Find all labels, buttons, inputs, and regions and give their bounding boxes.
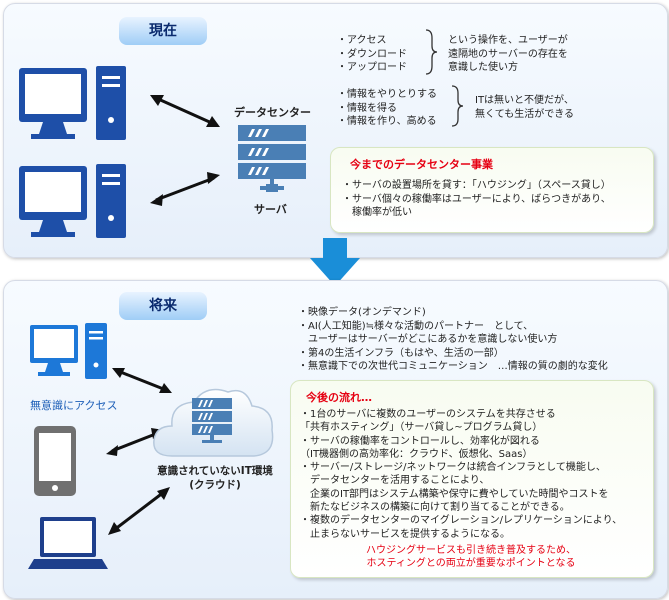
list-item: ・映像データ(オンデマンド) bbox=[298, 307, 426, 318]
information-list: ・情報をやりとりする ・情報を得る ・情報を作り、高める bbox=[337, 88, 437, 129]
unconscious-access-label: 無意識にアクセス bbox=[30, 399, 118, 412]
list-item: ・サーバー/ストレージ/ネットワークは統合インフラとして機能し、 bbox=[300, 462, 606, 474]
list-item: ・サーバ個々の稼働率はユーザーにより、ばらつきがあり、 bbox=[342, 193, 611, 205]
laptop-icon bbox=[28, 517, 108, 569]
list-item: ・第4の生活インフラ（もはや、生活の一部） bbox=[298, 347, 504, 359]
list-item: ・情報をやりとりする bbox=[337, 89, 437, 100]
server-icon bbox=[238, 125, 306, 192]
tablet-icon bbox=[34, 426, 76, 496]
down-arrow-icon bbox=[310, 238, 360, 286]
operations-note: という操作を、ユーザーが 遠隔地のサーバーの存在を 意識した使い方 bbox=[448, 34, 568, 75]
datacenter-label: データセンター bbox=[234, 106, 311, 119]
cloud-label-line: 意識されていないIT環境 bbox=[157, 465, 273, 477]
curly-brace-icon bbox=[425, 29, 438, 75]
server-label: サーバ bbox=[254, 203, 287, 216]
future-uses-list: ・映像データ(オンデマンド) ・AI(人工知能)≒様々な活動のパートナー として… bbox=[298, 306, 608, 374]
list-item: 企業のIT部門はシステム構築や保守に費やしていた時間やコストを bbox=[300, 488, 609, 500]
cloud-label-line: (クラウド) bbox=[189, 479, 241, 491]
list-item: ・サーバの設置場所を貸す：「ハウジング」（スペース貸し） bbox=[342, 180, 611, 191]
cloud-server-icon bbox=[153, 388, 274, 457]
desktop-computer-icon bbox=[30, 323, 107, 379]
operations-list: ・アクセス ・ダウンロード ・アップロード bbox=[337, 34, 407, 75]
current-business-list: ・サーバの設置場所を貸す：「ハウジング」（スペース貸し） ・サーバ個々の稼働率は… bbox=[342, 179, 611, 220]
double-arrow-icon bbox=[112, 368, 172, 393]
current-business-title: 今までのデータセンター事業 bbox=[350, 158, 493, 171]
information-note: ITは無いと不便だが、 無くても生活ができる bbox=[475, 94, 574, 121]
list-item: 稼働率が低い bbox=[342, 207, 412, 218]
current-business-box bbox=[330, 147, 654, 233]
double-arrow-icon bbox=[150, 172, 220, 206]
desktop-computer-icon bbox=[19, 66, 126, 140]
note-line: という操作を、ユーザーが bbox=[448, 35, 568, 46]
conclusion-line: ホスティングとの両立が重要なポイントとなる bbox=[366, 558, 576, 569]
note-line: ITは無いと不便だが、 bbox=[475, 95, 574, 106]
list-item: ・情報を作り、高める bbox=[337, 116, 437, 127]
note-line: 無くても生活ができる bbox=[475, 108, 574, 120]
list-item: ・情報を得る bbox=[337, 102, 397, 114]
cloud-label: 意識されていないIT環境 (クラウド) bbox=[145, 464, 285, 492]
list-item: ・1台のサーバに複数のユーザーのシステムを共存させる bbox=[300, 409, 556, 420]
future-trend-box bbox=[290, 380, 654, 578]
future-conclusion: ハウジングサービスも引き続き普及するため、 ホスティングとの両立が重要なポイント… bbox=[290, 544, 652, 570]
list-item: ・アクセス bbox=[337, 35, 387, 46]
list-item: ・ダウンロード bbox=[337, 48, 407, 60]
future-trend-title: 今後の流れ… bbox=[306, 391, 372, 404]
list-item: 止まらないサービスを提供するようになる。 bbox=[300, 528, 510, 540]
note-line: 意識した使い方 bbox=[448, 62, 518, 73]
list-item: ユーザーはサーバーがどこにあるかを意識しない使い方 bbox=[298, 334, 558, 345]
future-tag: 将来 bbox=[119, 292, 207, 320]
list-item: （IT機器側の高効率化：クラウド、仮想化、Saas） bbox=[300, 448, 533, 460]
list-item: 「共有ホスティング」（サーバ貸し~プログラム貸し） bbox=[300, 422, 543, 434]
conclusion-line: ハウジングサービスも引き続き普及するため、 bbox=[366, 545, 576, 556]
note-line: 遠隔地のサーバーの存在を bbox=[448, 48, 568, 60]
list-item: 新たなビジネスの構築に向けて割り当てることができる。 bbox=[300, 502, 570, 514]
list-item: ・サーバの稼働率をコントロールし、効率化が図れる bbox=[300, 435, 540, 447]
list-item: ・AI(人工知能)≒様々な活動のパートナー として、 bbox=[298, 320, 534, 332]
curly-brace-icon bbox=[451, 85, 464, 127]
list-item: ・無意識下での次世代コミュニケーション …情報の質の劇的な変化 bbox=[298, 361, 608, 372]
current-tag: 現在 bbox=[119, 17, 207, 45]
desktop-computer-icon bbox=[19, 164, 126, 238]
double-arrow-icon bbox=[150, 95, 220, 127]
double-arrow-icon bbox=[108, 487, 170, 535]
list-item: ・複数のデータセンターのマイグレーション/レプリケーションにより、 bbox=[300, 515, 623, 527]
list-item: データセンターを活用することにより、 bbox=[300, 475, 490, 487]
list-item: ・アップロード bbox=[337, 62, 407, 73]
future-trend-list: ・1台のサーバに複数のユーザーのシステムを共存させる 「共有ホスティング」（サー… bbox=[300, 408, 622, 541]
